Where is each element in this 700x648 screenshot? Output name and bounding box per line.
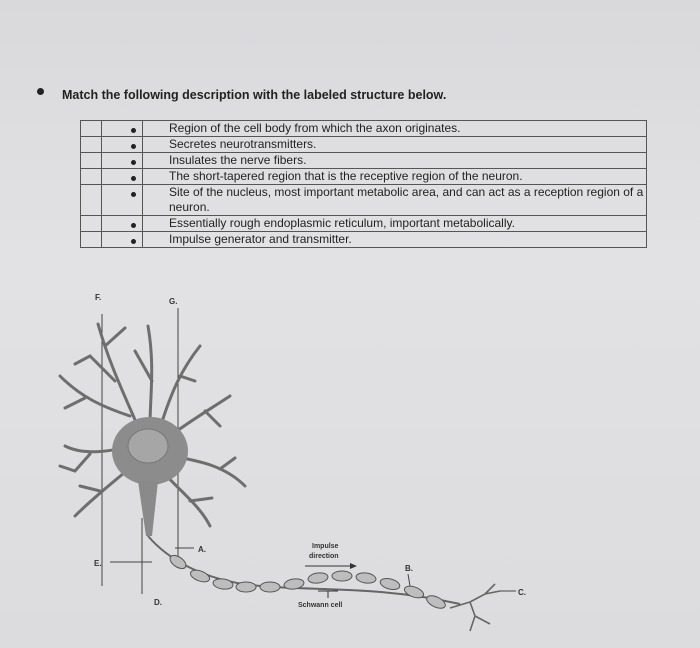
row-bullet (131, 176, 136, 181)
answer-box[interactable] (101, 231, 143, 248)
answer-box-small[interactable] (80, 215, 102, 232)
description-text: Insulates the nerve fibers. (169, 153, 307, 167)
description-text: The short-tapered region that is the rec… (169, 169, 523, 183)
answer-box-small[interactable] (80, 152, 102, 169)
row-bullet (131, 192, 136, 197)
neuron-diagram: F. G. A. E. D. B. C. Impulse direction S… (58, 293, 526, 632)
label-d: D. (154, 598, 162, 607)
answer-box[interactable] (101, 136, 143, 153)
row-bullet (131, 144, 136, 149)
answer-box[interactable] (101, 152, 143, 169)
row-bullet (131, 160, 136, 165)
match-row: Site of the nucleus, most important meta… (80, 184, 647, 216)
axon-terminals (449, 583, 501, 632)
matching-table: Region of the cell body from which the a… (80, 120, 647, 248)
description-cell: Region of the cell body from which the a… (131, 120, 647, 137)
label-e: E. (94, 559, 102, 568)
answer-box[interactable] (101, 215, 143, 232)
description-cell: Impulse generator and transmitter. (131, 231, 647, 248)
row-bullet (131, 223, 136, 228)
description-cell: Insulates the nerve fibers. (131, 152, 647, 169)
axon-hillock (138, 481, 158, 536)
label-c: C. (518, 588, 526, 597)
row-bullet (131, 128, 136, 133)
answer-box-small[interactable] (80, 184, 102, 216)
label-line-b (407, 573, 411, 587)
answer-box-small[interactable] (80, 231, 102, 248)
label-b: B. (405, 564, 413, 573)
description-text: Secretes neurotransmitters. (169, 137, 317, 151)
question-bullet (37, 88, 44, 95)
match-row: The short-tapered region that is the rec… (80, 168, 647, 185)
label-f: F. (95, 293, 101, 302)
match-row: Region of the cell body from which the a… (80, 120, 647, 137)
myelin-sheath (169, 554, 446, 609)
match-row: Impulse generator and transmitter. (80, 231, 647, 248)
answer-box[interactable] (101, 120, 143, 137)
match-row: Secretes neurotransmitters. (80, 136, 647, 153)
description-cell: Site of the nucleus, most important meta… (131, 184, 647, 216)
answer-box[interactable] (101, 184, 143, 216)
match-row: Essentially rough endoplasmic reticulum,… (80, 215, 647, 232)
description-cell: Essentially rough endoplasmic reticulum,… (131, 215, 647, 232)
impulse-label-line2: direction (309, 553, 339, 560)
answer-box-small[interactable] (80, 120, 102, 137)
answer-box-small[interactable] (80, 168, 102, 185)
description-text: Region of the cell body from which the a… (169, 121, 461, 135)
description-text: Site of the nucleus, most important meta… (169, 185, 644, 214)
label-a: A. (198, 545, 206, 554)
match-row: Insulates the nerve fibers. (80, 152, 647, 169)
answer-box[interactable] (101, 168, 143, 185)
impulse-label-line1: Impulse (312, 543, 339, 550)
schwann-cell-label: Schwann cell (298, 602, 342, 609)
description-text: Impulse generator and transmitter. (169, 232, 352, 246)
answer-box-small[interactable] (80, 136, 102, 153)
description-cell: The short-tapered region that is the rec… (131, 168, 647, 185)
description-cell: Secretes neurotransmitters. (131, 136, 647, 153)
label-g: G. (169, 297, 177, 306)
question-text: Match the following description with the… (62, 88, 447, 102)
description-text: Essentially rough endoplasmic reticulum,… (169, 216, 515, 230)
nucleus (127, 428, 169, 464)
row-bullet (131, 239, 136, 244)
